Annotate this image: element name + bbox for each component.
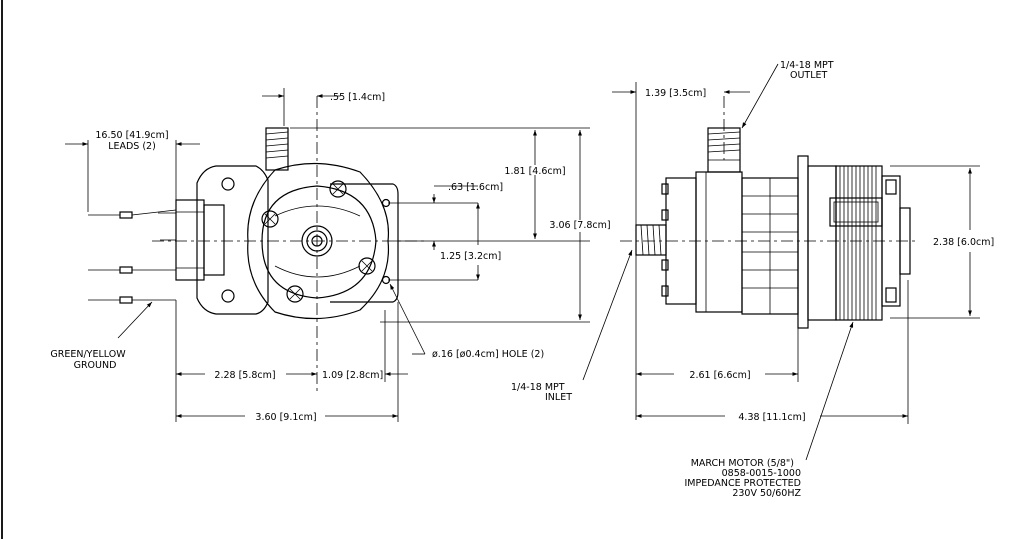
- side-offset-top-label: 1.39 [3.5cm]: [645, 88, 706, 99]
- outlet-label-line2: OUTLET: [790, 70, 828, 81]
- side-pump-body: [695, 171, 743, 313]
- hole-note-label: ø.16 [ø0.4cm] HOLE (2): [432, 349, 544, 360]
- height-upper-label: 1.81 [4.6cm]: [504, 166, 565, 177]
- ground-label-line2: GROUND: [74, 360, 117, 371]
- front-screw-top-left: [261, 210, 279, 228]
- front-screw-bottom-right: [358, 257, 376, 275]
- side-view: 1.39 [3.5cm] 1/4-18 MPT OUTLET 2.38 [6.0…: [511, 60, 994, 499]
- motor-label-line4: 230V 50/60HZ: [732, 488, 801, 499]
- front-inlet-outer: [301, 225, 333, 257]
- front-mounting-plate: [330, 183, 399, 303]
- motor-label-line3: IMPEDANCE PROTECTED: [684, 478, 801, 489]
- lead-wires: [88, 209, 177, 304]
- front-outlet-fitting: [265, 127, 289, 171]
- outlet-label-line1: 1/4-18 MPT: [780, 60, 834, 71]
- front-inlet-thread: [306, 230, 328, 252]
- motor-label-line2: 0858-0015-1000: [722, 468, 801, 479]
- front-inlet-bore: [311, 235, 323, 247]
- width-left-label: 2.28 [5.8cm]: [214, 370, 275, 381]
- height-total-label: 3.06 [7.8cm]: [549, 220, 610, 231]
- width-total-label: 3.60 [9.1cm]: [255, 412, 316, 423]
- hole-spacing-label: 1.25 [3.2cm]: [440, 251, 501, 262]
- motor-label-line1: MARCH MOTOR (5/8"): [691, 458, 794, 469]
- front-volute: [261, 185, 377, 299]
- inlet-label-line2: INLET: [545, 392, 572, 403]
- front-bracket-left: [196, 165, 269, 315]
- front-pump-head: [247, 162, 390, 320]
- leads-dim-label: 16.50 [41.9cm]: [95, 130, 168, 141]
- hole-offset-label: .63 [1.6cm]: [448, 182, 503, 193]
- offset-top-label: .55 [1.4cm]: [330, 92, 385, 103]
- side-motor-frame: [807, 165, 837, 321]
- front-bracket-hole-bottom: [221, 289, 235, 303]
- ground-label-line1: GREEN/YELLOW: [50, 349, 126, 360]
- leads-count-label: LEADS (2): [108, 141, 156, 152]
- front-bracket-hole-top: [221, 177, 235, 191]
- depth-head-label: 2.61 [6.6cm]: [689, 370, 750, 381]
- front-screw-top-right: [329, 180, 347, 198]
- motor-height-label: 2.38 [6.0cm]: [933, 237, 994, 248]
- side-inlet-fitting: [635, 224, 667, 256]
- side-motor-coil: [835, 165, 883, 321]
- front-screw-bottom-left: [286, 285, 304, 303]
- front-view: 16.50 [41.9cm] LEADS (2) .55 [1.4cm] 1.8…: [50, 88, 611, 423]
- depth-total-label: 4.38 [11.1cm]: [738, 412, 805, 423]
- width-right-label: 1.09 [2.8cm]: [322, 370, 383, 381]
- inlet-label-line1: 1/4-18 MPT: [511, 382, 565, 393]
